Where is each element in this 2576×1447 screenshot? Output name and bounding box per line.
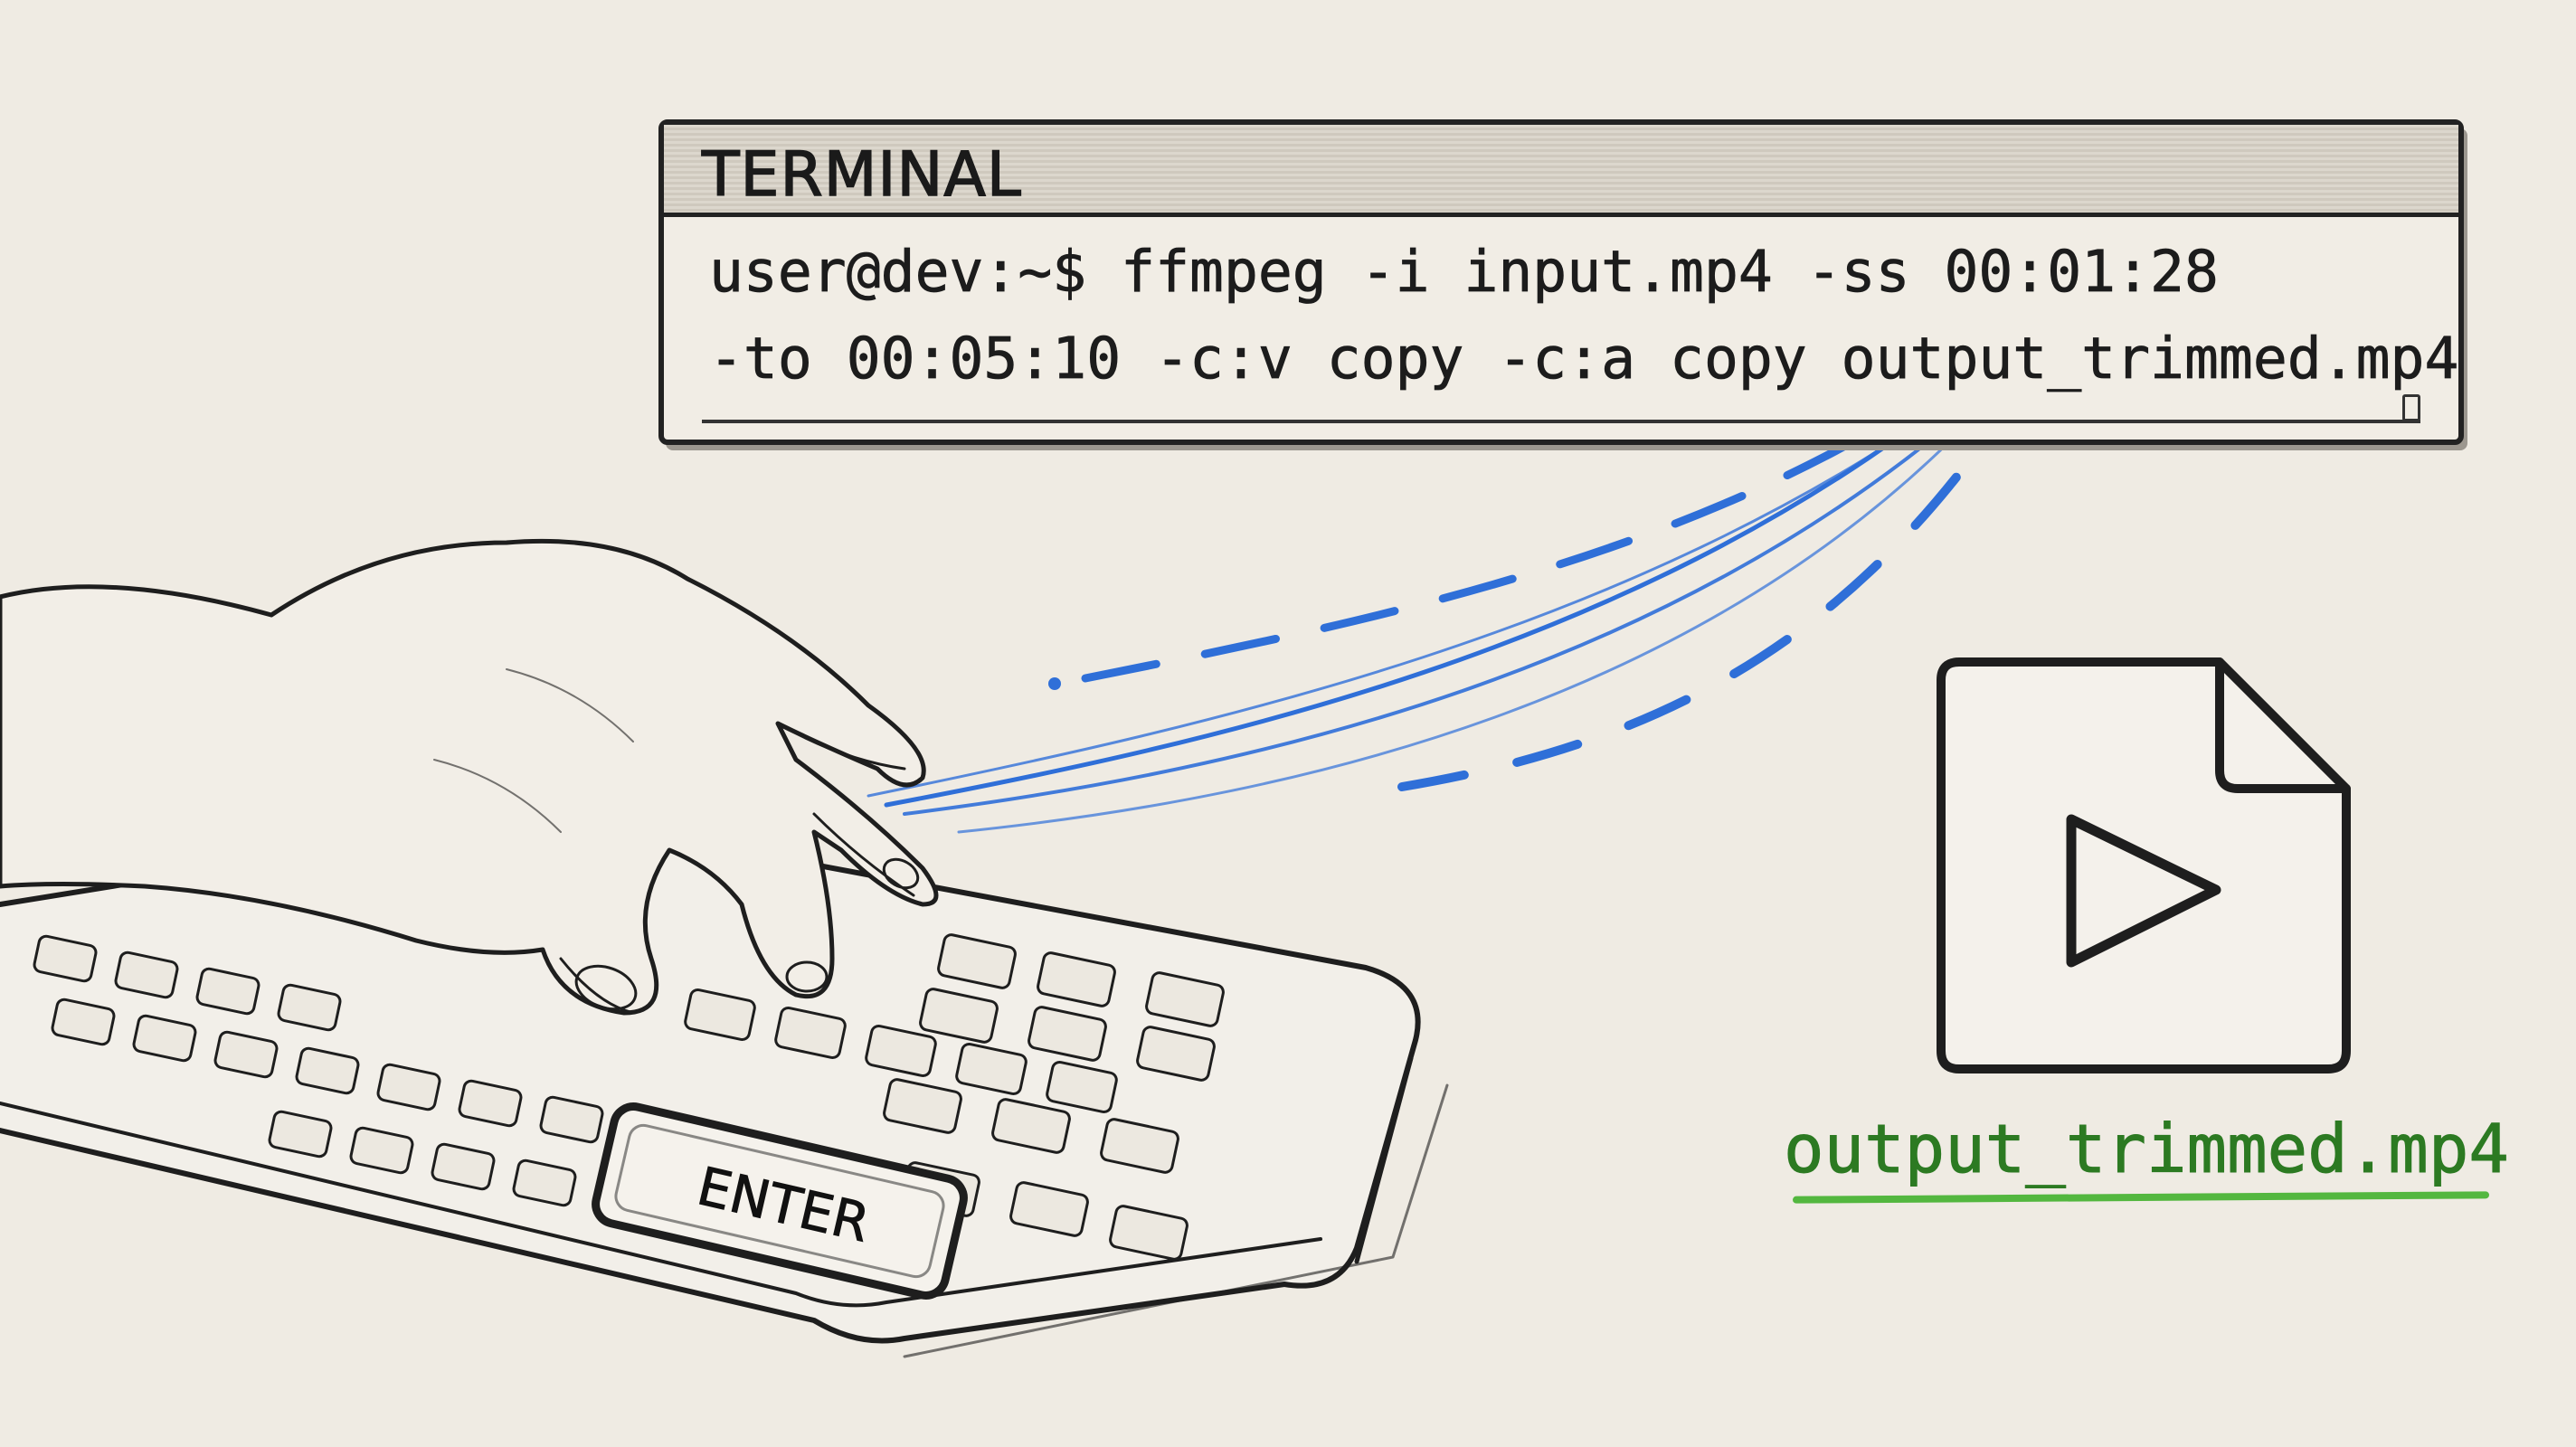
video-file-play-icon [1937,657,2351,1073]
keyboard [0,809,1449,1358]
command-line-1: user@dev:~$ ffmpeg -i input.mp4 -ss 00:0… [709,239,2220,306]
motion-lines [867,392,2012,834]
terminal-title-bar: TERMINAL [664,125,2458,217]
terminal-window: TERMINAL user@dev:~$ ffmpeg -i input.mp4… [658,119,2464,445]
output-filename: output_trimmed.mp4 [1784,1111,2510,1189]
hand [0,538,939,1016]
enter-key [592,1102,968,1300]
command-line-2: -to 00:05:10 -c:v copy -c:a copy output_… [709,326,2459,392]
terminal-divider [702,420,2420,423]
cursor-icon [2402,394,2420,421]
terminal-title: TERMINAL [701,138,1022,212]
